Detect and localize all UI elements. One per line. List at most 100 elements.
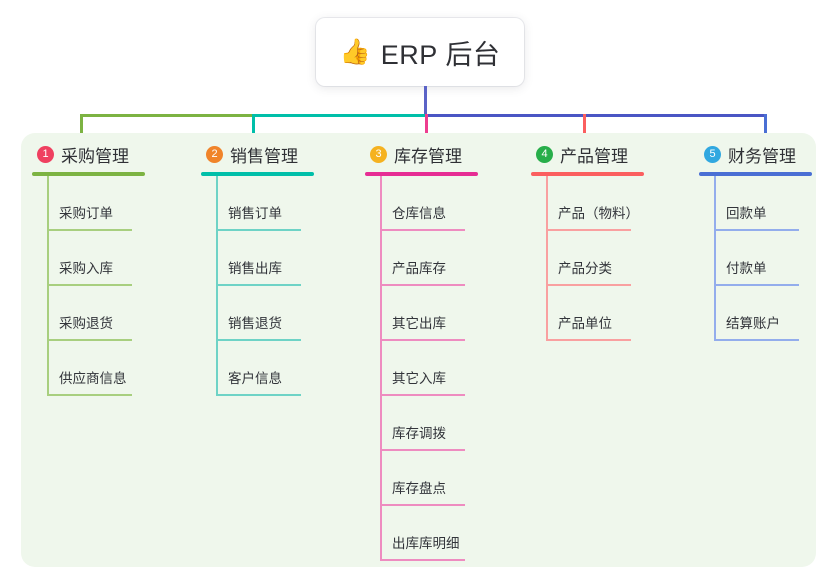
column-badge-4: 4 (536, 145, 553, 163)
menu-item[interactable]: 客户信息 (190, 341, 314, 396)
root-node-title: ERP 后台 (380, 39, 501, 70)
menu-item-label: 采购入库 (59, 261, 113, 276)
menu-item-label: 回款单 (726, 206, 767, 221)
menu-item[interactable]: 采购入库 (21, 231, 145, 286)
bus-segment-teal (252, 114, 426, 117)
column-branch-2: 销售订单销售出库销售退货客户信息 (190, 176, 314, 396)
column-trunk-4 (546, 176, 548, 341)
menu-item[interactable]: 供应商信息 (21, 341, 145, 396)
column-badge-2: 2 (206, 145, 223, 163)
column-5: 5 财务管理回款单付款单结算账户 (688, 141, 812, 341)
branches-panel (21, 133, 816, 567)
menu-item-rule (380, 449, 465, 451)
column-header-2[interactable]: 2 销售管理 (190, 141, 314, 167)
column-title-4: 产品管理 (560, 146, 628, 166)
menu-item-rule (380, 394, 465, 396)
menu-item[interactable]: 仓库信息 (354, 176, 478, 231)
root-stem-connector (424, 86, 427, 115)
column-badge-1: 1 (37, 145, 54, 163)
menu-item[interactable]: 其它入库 (354, 341, 478, 396)
column-header-rule-1 (32, 172, 145, 176)
column-trunk-3 (380, 176, 382, 561)
menu-item-label: 仓库信息 (392, 206, 446, 221)
column-title-5: 财务管理 (728, 146, 796, 166)
column-header-5[interactable]: 5 财务管理 (688, 141, 812, 167)
thumbs-up-icon: 👍 (339, 37, 371, 66)
column-badge-3: 3 (370, 145, 387, 163)
bus-segment-indigo (425, 114, 765, 117)
column-branch-5: 回款单付款单结算账户 (688, 176, 812, 341)
menu-item[interactable]: 销售退货 (190, 286, 314, 341)
menu-item-label: 供应商信息 (59, 371, 127, 386)
menu-item-rule (216, 339, 301, 341)
menu-item-rule (546, 284, 631, 286)
menu-item-label: 采购订单 (59, 206, 113, 221)
menu-item-rule (380, 339, 465, 341)
menu-item[interactable]: 其它出库 (354, 286, 478, 341)
column-badge-5: 5 (704, 145, 721, 163)
menu-item[interactable]: 采购退货 (21, 286, 145, 341)
root-node-content: 👍 ERP 后台 (340, 33, 501, 72)
menu-item-label: 付款单 (726, 261, 767, 276)
menu-item[interactable]: 回款单 (688, 176, 812, 231)
menu-item[interactable]: 产品（物料） (520, 176, 644, 231)
column-header-4[interactable]: 4 产品管理 (520, 141, 644, 167)
menu-item-label: 其它入库 (392, 371, 446, 386)
column-2: 2 销售管理销售订单销售出库销售退货客户信息 (190, 141, 314, 396)
column-1: 1 采购管理采购订单采购入库采购退货供应商信息 (21, 141, 145, 396)
menu-item-rule (216, 394, 301, 396)
menu-item[interactable]: 销售订单 (190, 176, 314, 231)
menu-item[interactable]: 产品库存 (354, 231, 478, 286)
menu-item[interactable]: 库存调拨 (354, 396, 478, 451)
menu-item-label: 出库库明细 (392, 536, 460, 551)
column-header-rule-2 (201, 172, 314, 176)
column-title-1: 采购管理 (61, 146, 129, 166)
menu-item[interactable]: 产品单位 (520, 286, 644, 341)
menu-item[interactable]: 产品分类 (520, 231, 644, 286)
menu-item-label: 销售订单 (228, 206, 282, 221)
menu-item-rule (380, 559, 465, 561)
menu-item-rule (714, 339, 799, 341)
column-4: 4 产品管理产品（物料） 产品分类产品单位 (520, 141, 644, 341)
menu-item-rule (714, 229, 799, 231)
menu-item-label: 采购退货 (59, 316, 113, 331)
menu-item-rule (546, 339, 631, 341)
menu-item-label: 库存盘点 (392, 481, 446, 496)
column-header-rule-3 (365, 172, 478, 176)
menu-item-label: 客户信息 (228, 371, 282, 386)
menu-item-rule (216, 284, 301, 286)
column-branch-1: 采购订单采购入库采购退货供应商信息 (21, 176, 145, 396)
column-trunk-5 (714, 176, 716, 341)
menu-item[interactable]: 销售出库 (190, 231, 314, 286)
column-title-3: 库存管理 (394, 146, 462, 166)
column-header-3[interactable]: 3 库存管理 (354, 141, 478, 167)
menu-item-rule (714, 284, 799, 286)
menu-item-rule (47, 229, 132, 231)
menu-item-rule (47, 394, 132, 396)
column-header-rule-5 (699, 172, 812, 176)
column-branch-4: 产品（物料） 产品分类产品单位 (520, 176, 644, 341)
menu-item-label: 销售出库 (228, 261, 282, 276)
column-header-1[interactable]: 1 采购管理 (21, 141, 145, 167)
menu-item[interactable]: 库存盘点 (354, 451, 478, 506)
menu-item[interactable]: 结算账户 (688, 286, 812, 341)
column-3: 3 库存管理仓库信息产品库存其它出库其它入库库存调拨库存盘点出库库明细 (354, 141, 478, 561)
menu-item-label: 产品分类 (558, 261, 612, 276)
column-title-2: 销售管理 (230, 146, 298, 166)
menu-item-rule (47, 339, 132, 341)
menu-item-label: 其它出库 (392, 316, 446, 331)
column-trunk-2 (216, 176, 218, 396)
menu-item-rule (380, 229, 465, 231)
menu-item[interactable]: 采购订单 (21, 176, 145, 231)
menu-item-rule (47, 284, 132, 286)
menu-item[interactable]: 付款单 (688, 231, 812, 286)
menu-item[interactable]: 出库库明细 (354, 506, 478, 561)
bus-segment-green (80, 114, 253, 117)
root-node-card[interactable]: 👍 ERP 后台 (316, 18, 524, 86)
menu-item-rule (380, 284, 465, 286)
menu-item-rule (380, 504, 465, 506)
column-trunk-1 (47, 176, 49, 396)
column-branch-3: 仓库信息产品库存其它出库其它入库库存调拨库存盘点出库库明细 (354, 176, 478, 561)
menu-item-label: 结算账户 (726, 316, 780, 331)
